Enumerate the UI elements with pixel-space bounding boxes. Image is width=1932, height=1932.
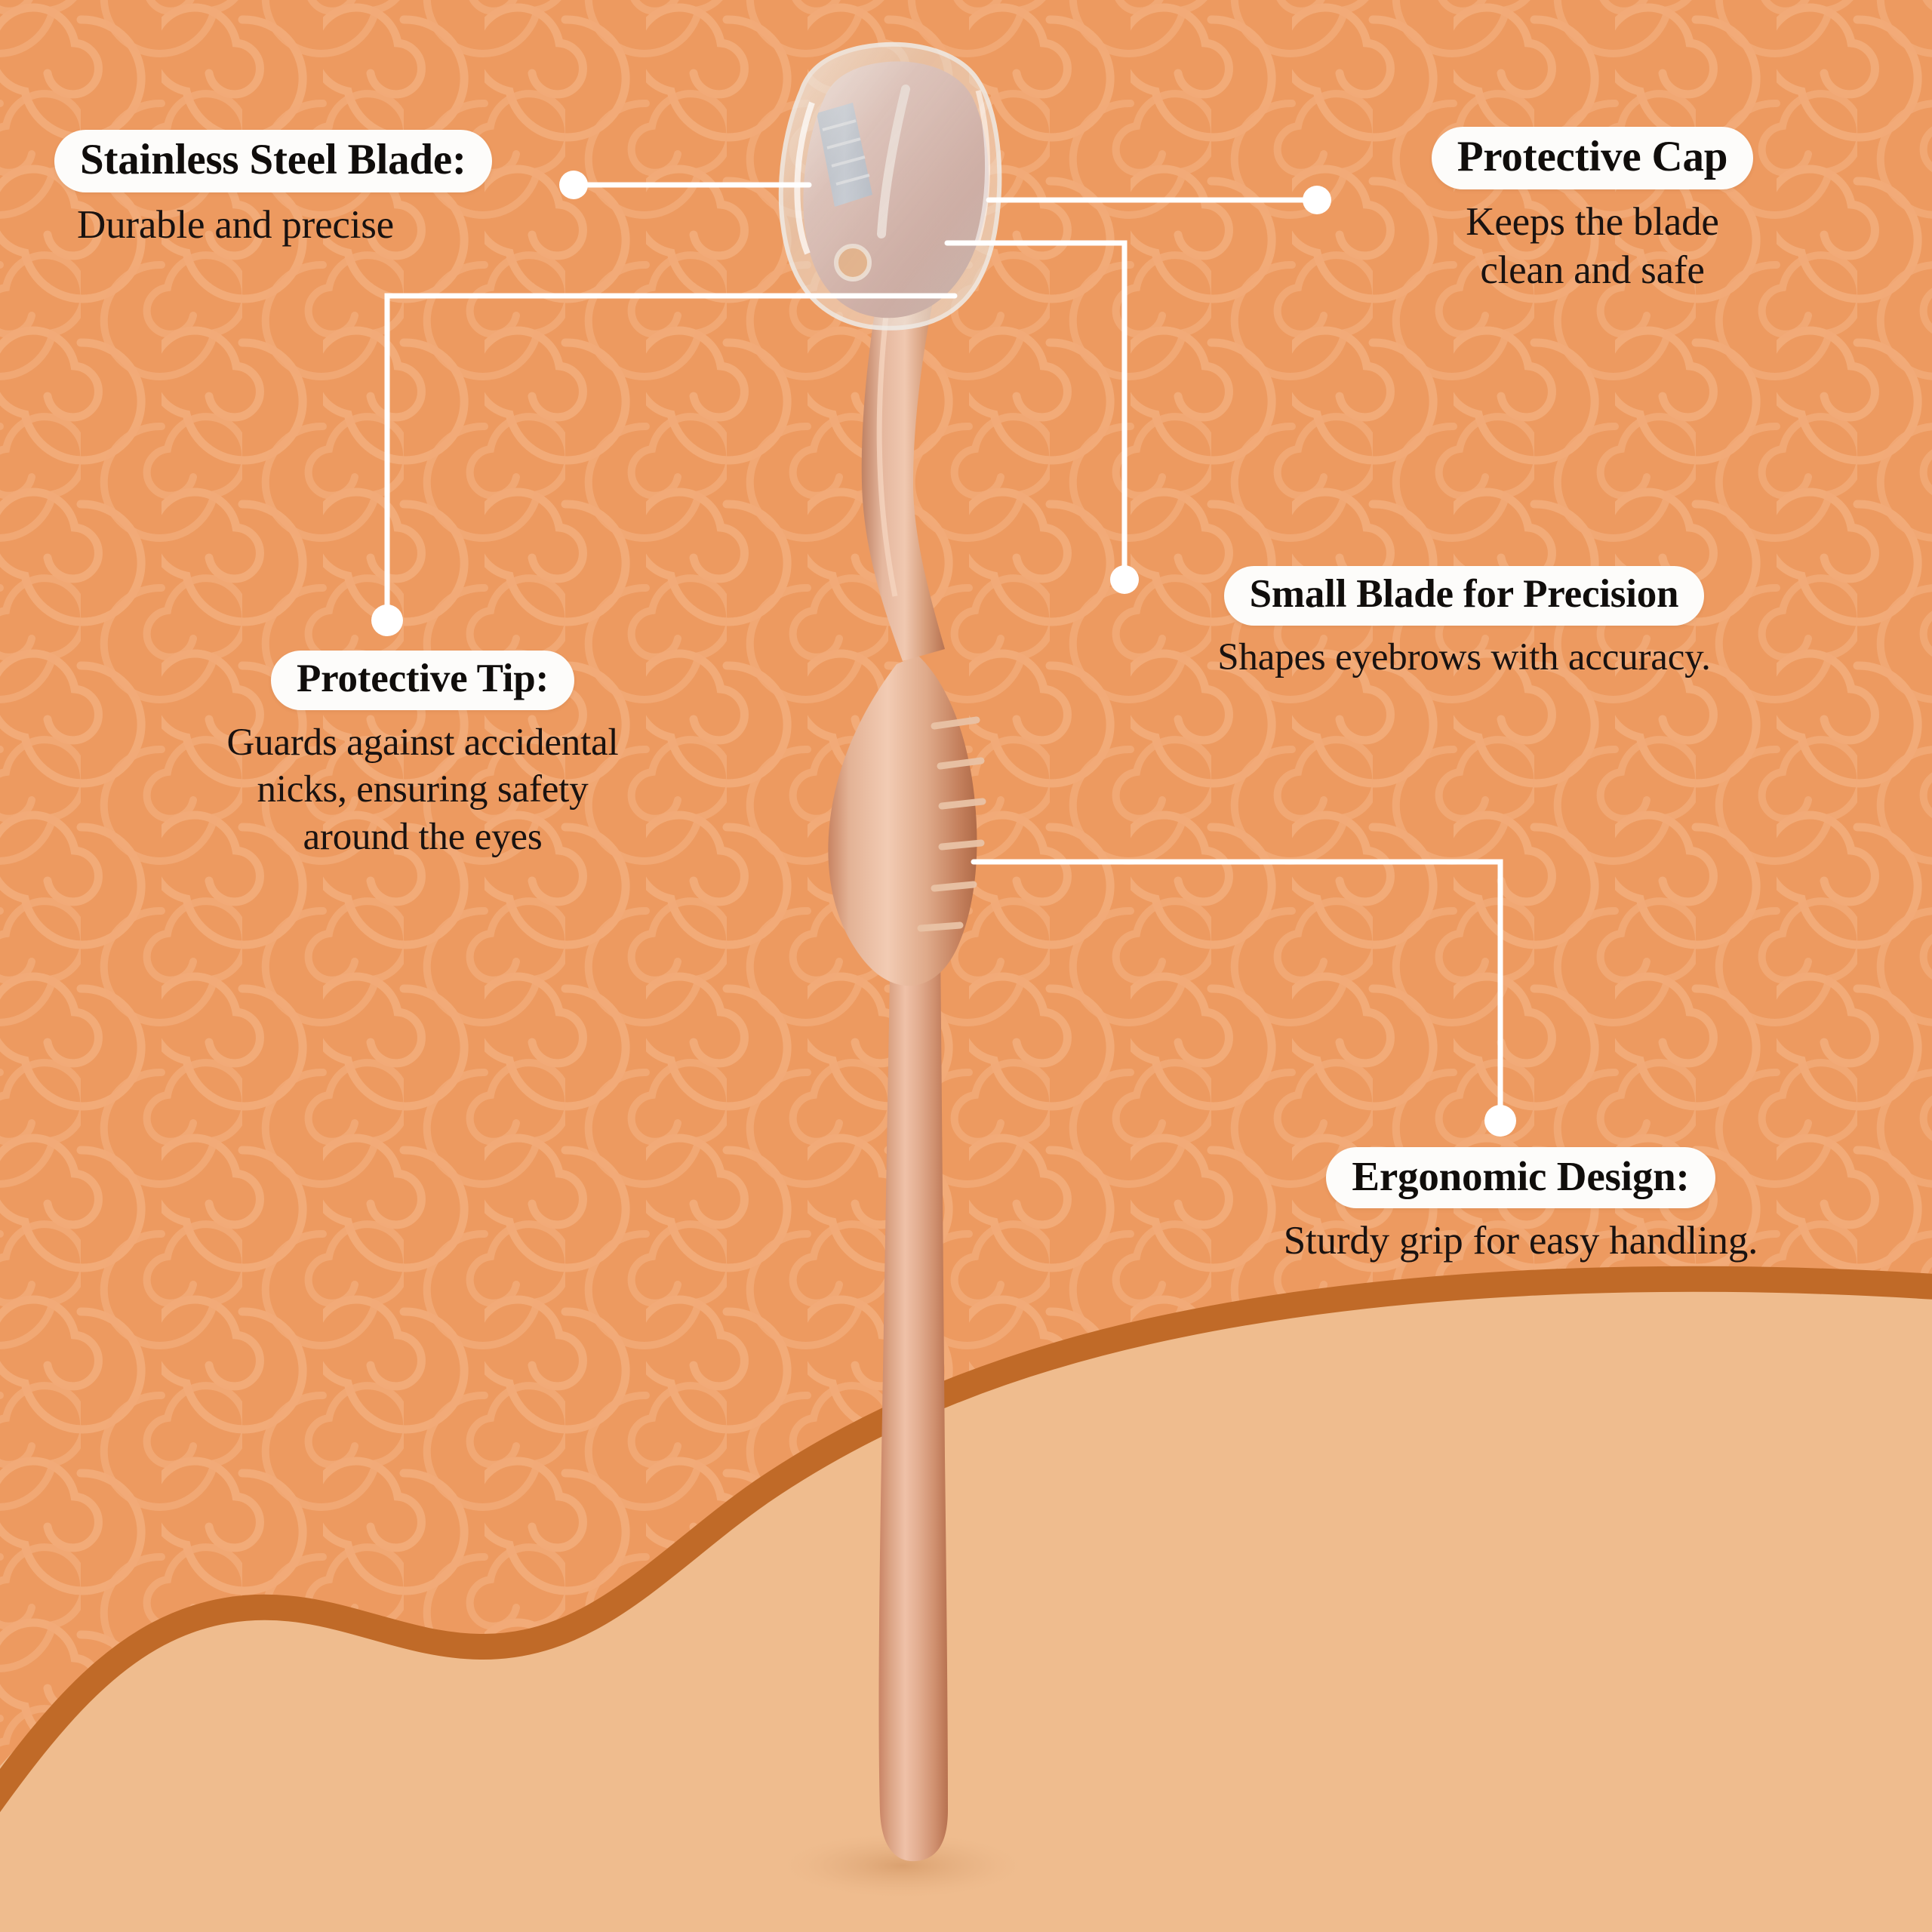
callout-protective-tip: Protective Tip: Guards against accidenta… [181,651,664,860]
wave-stroke [0,1266,1932,1813]
callout-desc-protective-tip: Guards against accidental nicks, ensurin… [226,721,619,858]
bottom-wave-divider [0,1266,1932,1932]
leader-protective-tip [384,293,958,620]
callout-protective-cap: Protective Cap Keeps the blade clean and… [1328,127,1857,294]
leader-dot-ergonomic-design [1484,1105,1516,1137]
peach-region [0,1281,1932,1932]
leader-dot-small-blade [1110,565,1139,594]
callout-desc-protective-cap: Keeps the blade clean and safe [1466,200,1719,292]
leader-dot-stainless-steel-blade [559,171,588,199]
callout-title-ergonomic-design: Ergonomic Design: [1326,1147,1715,1209]
callout-ergonomic-design: Ergonomic Design: Sturdy grip for easy h… [1223,1147,1819,1266]
callout-title-small-blade-for-precision: Small Blade for Precision [1223,566,1705,626]
callout-desc-stainless-steel-blade: Durable and precise [77,203,394,248]
callout-desc-ergonomic-design: Sturdy grip for easy handling. [1283,1219,1758,1263]
callout-title-protective-tip: Protective Tip: [270,651,575,711]
callout-title-protective-cap: Protective Cap [1431,127,1754,190]
callout-small-blade-for-precision: Small Blade for Precision Shapes eyebrow… [1147,566,1781,681]
callout-title-stainless-steel-blade: Stainless Steel Blade: [54,130,492,193]
leader-dot-protective-tip [371,605,403,636]
leader-dot-protective-cap [1303,186,1331,214]
leader-ergonomic-design [971,859,1503,1120]
callout-desc-small-blade-for-precision: Shapes eyebrows with accuracy. [1217,636,1711,679]
leader-small-blade [944,240,1128,580]
callout-stainless-steel-blade: Stainless Steel Blade: Durable and preci… [54,130,628,250]
